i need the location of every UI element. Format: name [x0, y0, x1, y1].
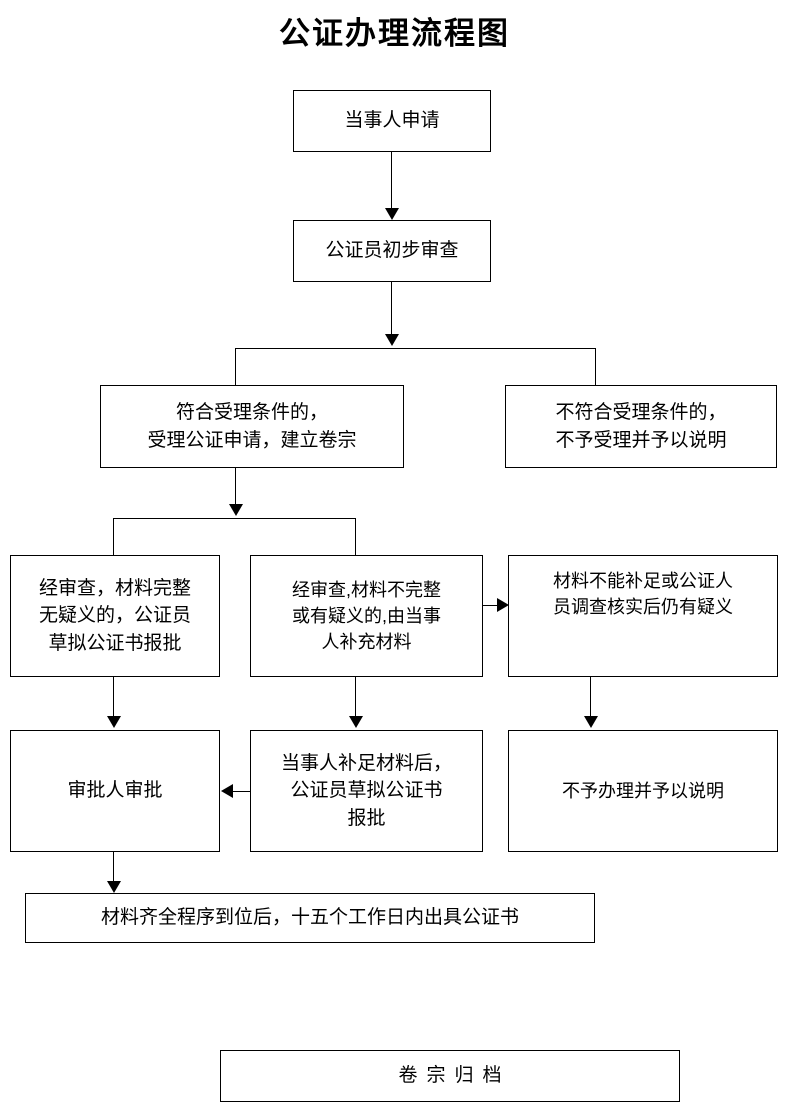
split-branch-right-row3 — [595, 348, 596, 387]
node-notary-initial-review[interactable]: 公证员初步审查 — [293, 220, 491, 282]
arrowhead-approver-from-supplement — [221, 784, 233, 798]
connector-accepted-down — [235, 468, 236, 504]
node-materials-incomplete[interactable]: 经审查,材料不完整 或有疑义的,由当事 人补充材料 — [250, 555, 483, 677]
arrowhead-supplement-draft — [349, 716, 363, 728]
node-approver-review[interactable]: 审批人审批 — [10, 730, 220, 852]
connector-incomplete-to-cannot-supplement — [483, 605, 498, 606]
connector-supplement-draft-to-approver — [233, 791, 250, 792]
page-title: 公证办理流程图 — [279, 16, 510, 51]
connector-complete-to-approver — [113, 677, 114, 716]
node-applicant-request[interactable]: 当事人申请 — [293, 90, 491, 152]
arrowhead-cannot-supplement — [497, 598, 509, 612]
split-bar-row3 — [235, 348, 595, 349]
node-materials-complete[interactable]: 经审查，材料完整 无疑义的，公证员 草拟公证书报批 — [10, 555, 220, 677]
arrowhead-refuse-and-explain — [584, 716, 598, 728]
node-issue-within-15-days[interactable]: 材料齐全程序到位后，十五个工作日内出具公证书 — [25, 893, 595, 943]
node-after-supplement-draft[interactable]: 当事人补足材料后， 公证员草拟公证书 报批 — [250, 730, 483, 852]
split-branch-left-row3 — [235, 348, 236, 387]
split-branch-right-row4 — [355, 518, 356, 555]
arrowhead-initial-review — [385, 208, 399, 220]
arrowhead-issue-within-15-days — [107, 881, 121, 893]
node-archive-file[interactable]: 卷宗归档 — [220, 1050, 680, 1102]
split-branch-left-row4 — [113, 518, 114, 555]
node-materials-cannot-supplement[interactable]: 材料不能补足或公证人 员调查核实后仍有疑义 — [508, 555, 778, 677]
node-accept-conditions-met[interactable]: 符合受理条件的， 受理公证申请，建立卷宗 — [100, 385, 404, 468]
node-accept-conditions-not-met[interactable]: 不符合受理条件的， 不予受理并予以说明 — [505, 385, 777, 468]
connector-initial-review-down — [391, 282, 392, 334]
connector-approver-to-issue — [113, 852, 114, 881]
arrowhead-split-bar-row4 — [229, 504, 243, 516]
connector-applicant-to-initial-review — [391, 152, 392, 208]
connector-cannot-supplement-to-refuse — [590, 677, 591, 716]
connector-incomplete-to-supplement-draft — [355, 677, 356, 716]
arrowhead-approver-review — [107, 716, 121, 728]
node-refuse-and-explain[interactable]: 不予办理并予以说明 — [508, 730, 778, 852]
arrowhead-split-bar — [385, 334, 399, 346]
split-bar-row4 — [113, 518, 355, 519]
